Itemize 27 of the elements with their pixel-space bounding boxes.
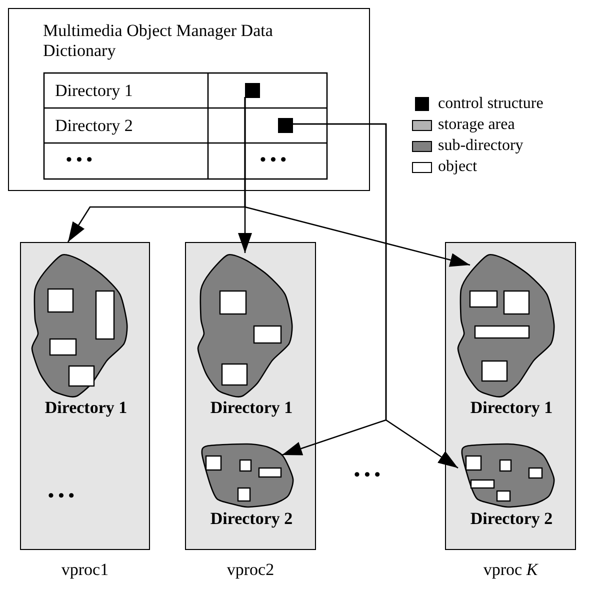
ellipsis: • • • <box>354 465 380 485</box>
control-structure-square <box>245 83 260 98</box>
directory-label: Directory 1 <box>44 398 128 418</box>
data-dictionary-box <box>8 8 370 191</box>
vproc-label: vproc2 <box>226 560 276 580</box>
ellipsis: • • • <box>66 150 92 170</box>
legend-label: control structure <box>438 94 544 114</box>
ellipsis: • • • <box>260 150 286 170</box>
vproc-label: vproc1 <box>60 560 110 580</box>
legend-label: sub-directory <box>438 136 524 156</box>
storage-area-panel <box>445 242 576 550</box>
legend-label: object <box>438 157 478 177</box>
control-structure-square <box>278 118 293 133</box>
legend-label: storage area <box>438 115 515 135</box>
storage-area-panel <box>20 242 150 550</box>
directory-label: Directory 1 <box>209 398 294 418</box>
directory-label: Directory 2 <box>209 509 294 529</box>
dictionary-title: Multimedia Object Manager Data Dictionary <box>43 21 274 61</box>
arrow <box>244 97 470 267</box>
directory-label: Directory 1 <box>469 398 554 418</box>
directory-name: Directory 1 <box>55 81 133 101</box>
directory-name: Directory 2 <box>55 116 133 136</box>
arrow <box>292 123 458 469</box>
ellipsis: • • • <box>48 486 74 506</box>
vproc-label: vproc K <box>482 560 540 580</box>
storage-area-panel <box>185 242 316 550</box>
directory-label: Directory 2 <box>469 509 554 529</box>
